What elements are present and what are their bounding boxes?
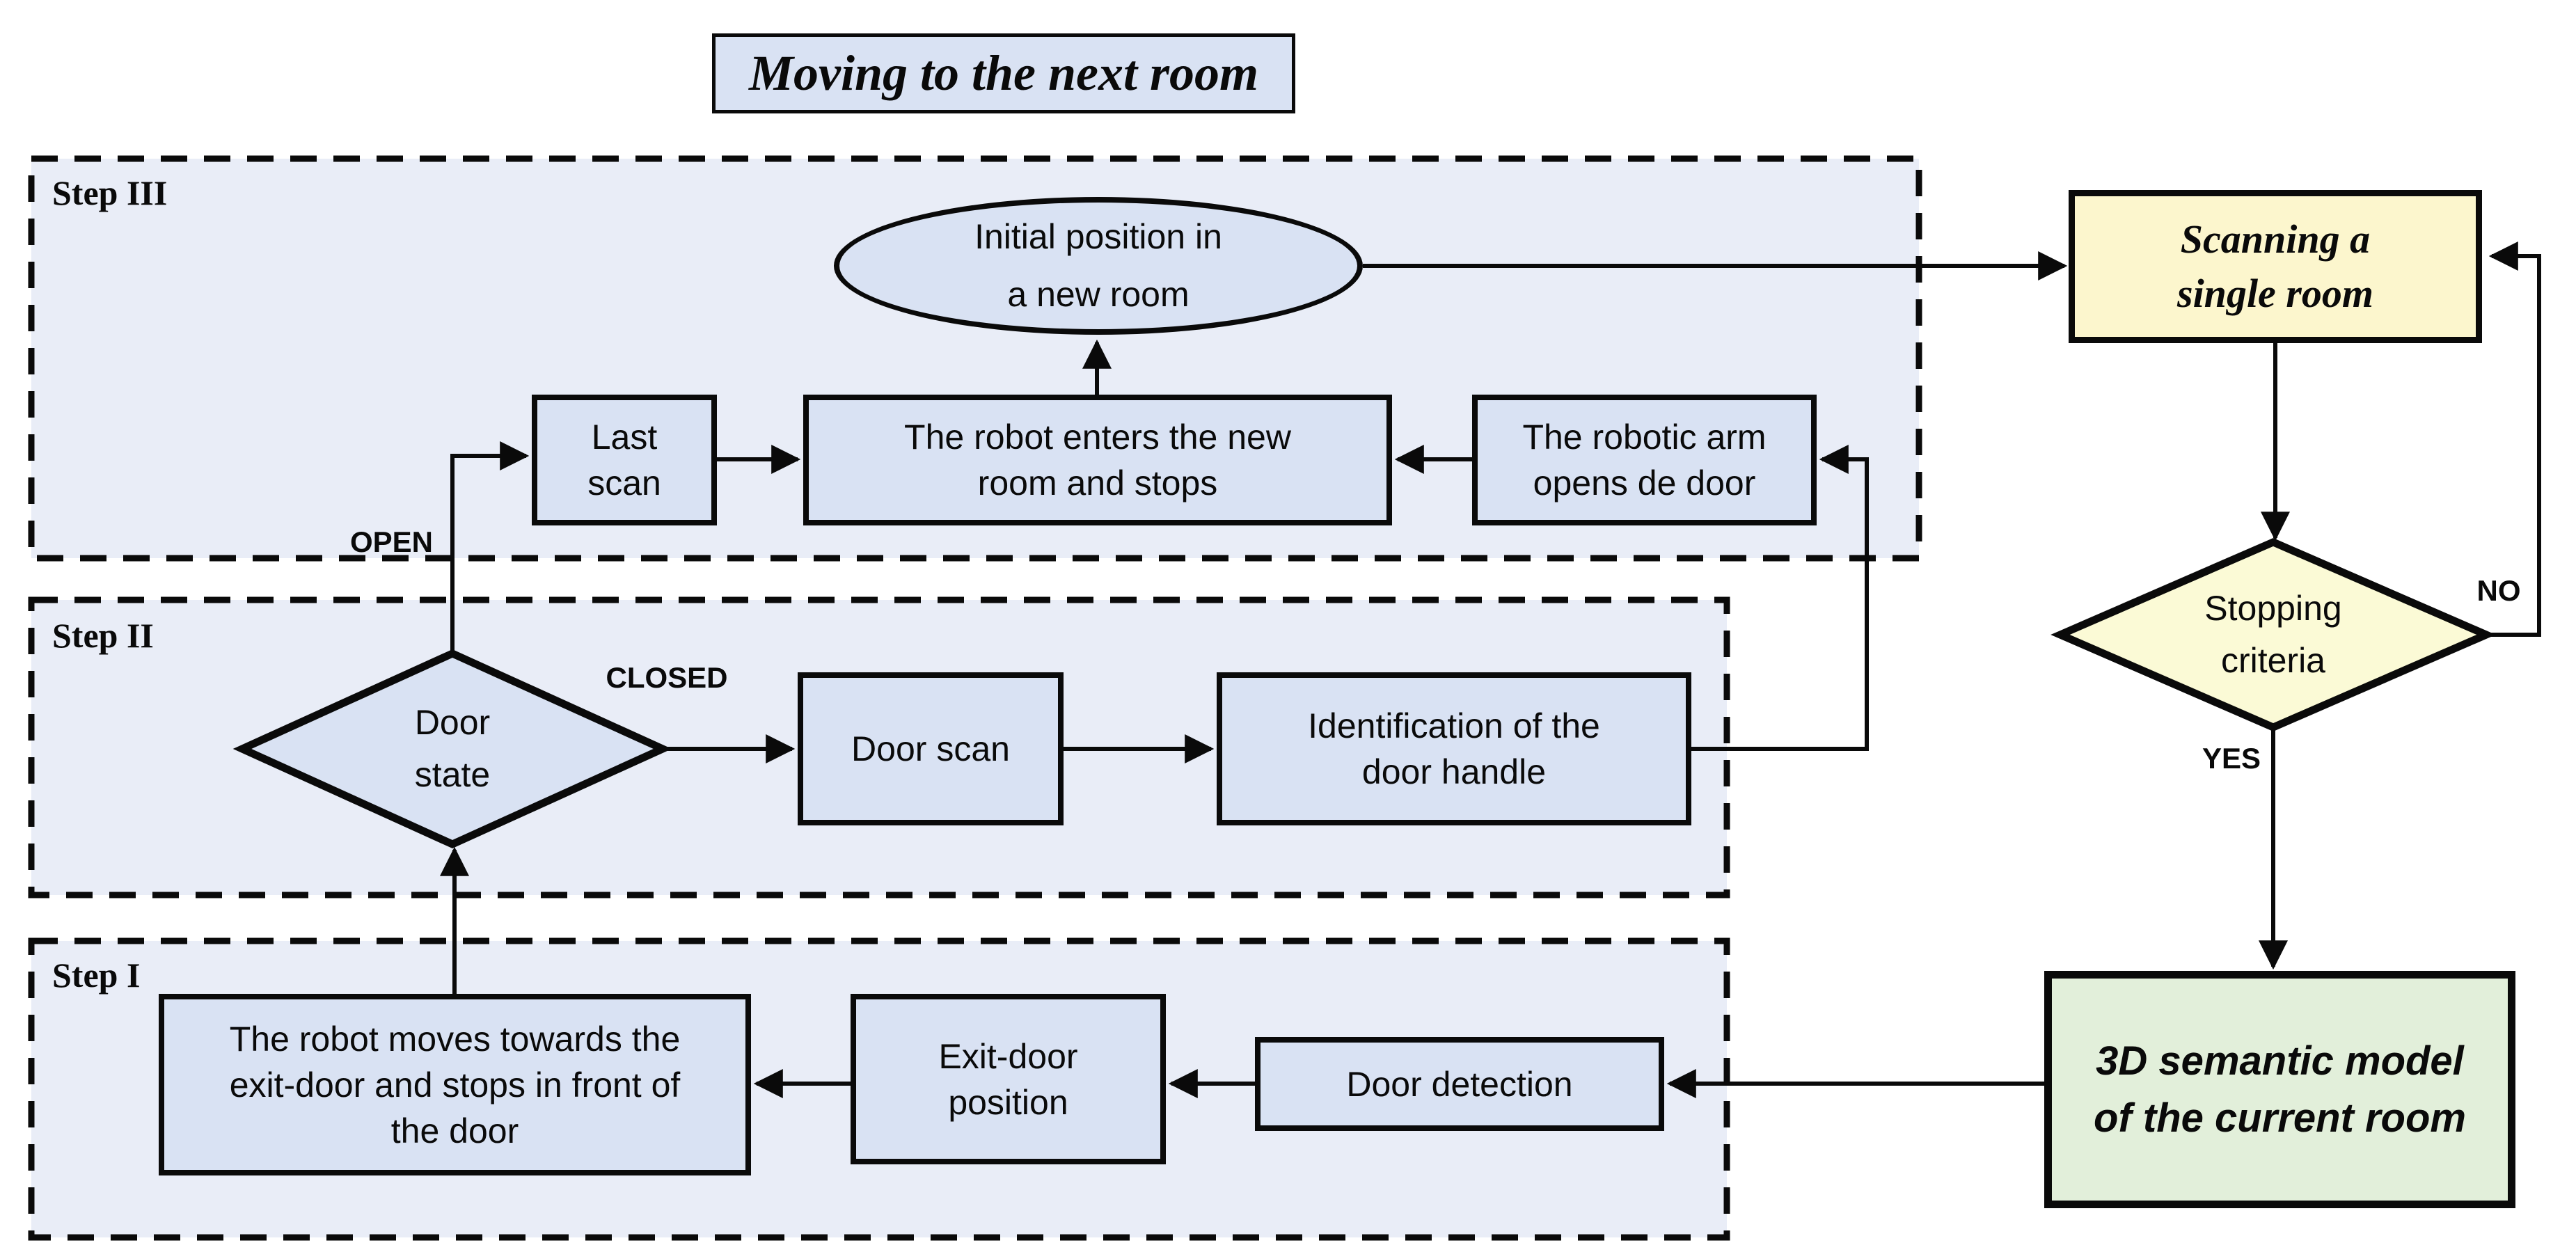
stopping-criteria-diamond <box>2050 538 2496 731</box>
robot-enters-text: The robot enters the new room and stops <box>904 418 1291 502</box>
diagram-title: Moving to the next room <box>712 33 1295 113</box>
initial-position-ellipse: Initial position in a new room <box>834 197 1363 335</box>
edge-identification-to-robotic-arm <box>1691 445 1869 751</box>
door-scan-box: Door scan <box>798 672 1064 825</box>
step3-label: Step III <box>52 173 168 212</box>
robot-moves-text: The robot moves towards the exit-door an… <box>229 1019 681 1150</box>
last-scan-box: Last scan <box>532 395 717 525</box>
robotic-arm-box: The robotic arm opens de door <box>1472 395 1817 525</box>
stopping-criteria-text: Stopping criteria <box>2204 589 2342 680</box>
exit-door-position-text: Exit-door position <box>938 1036 1078 1122</box>
scanning-single-room-box: Scanning a single room <box>2069 190 2482 343</box>
robot-moves-box: The robot moves towards the exit-door an… <box>159 994 751 1175</box>
door-detection-box: Door detection <box>1255 1037 1664 1131</box>
closed-edge-label: CLOSED <box>606 661 728 694</box>
exit-door-position-box: Exit-door position <box>851 994 1166 1164</box>
door-scan-text: Door scan <box>851 729 1010 768</box>
door-state-text: Door state <box>414 703 491 794</box>
step2-label: Step II <box>52 616 154 655</box>
edge-stopping-no-loop <box>2486 241 2541 637</box>
step1-label: Step I <box>52 956 141 995</box>
open-edge-label: OPEN <box>349 525 433 558</box>
edge-door-state-open-to-last-scan <box>450 441 530 654</box>
semantic-model-box: 3D semantic model of the current room <box>2044 971 2515 1208</box>
door-detection-text: Door detection <box>1346 1064 1573 1104</box>
robotic-arm-text: The robotic arm opens de door <box>1522 418 1767 502</box>
robot-enters-box: The robot enters the new room and stops <box>803 395 1392 525</box>
last-scan-text: Last scan <box>587 418 661 502</box>
door-state-diamond <box>232 649 672 849</box>
identification-box: Identification of the door handle <box>1217 672 1691 825</box>
no-edge-label: NO <box>2476 574 2521 607</box>
identification-text: Identification of the door handle <box>1308 706 1600 791</box>
yes-edge-label: YES <box>2202 742 2261 775</box>
initial-position-text: Initial position in a new room <box>974 217 1222 314</box>
